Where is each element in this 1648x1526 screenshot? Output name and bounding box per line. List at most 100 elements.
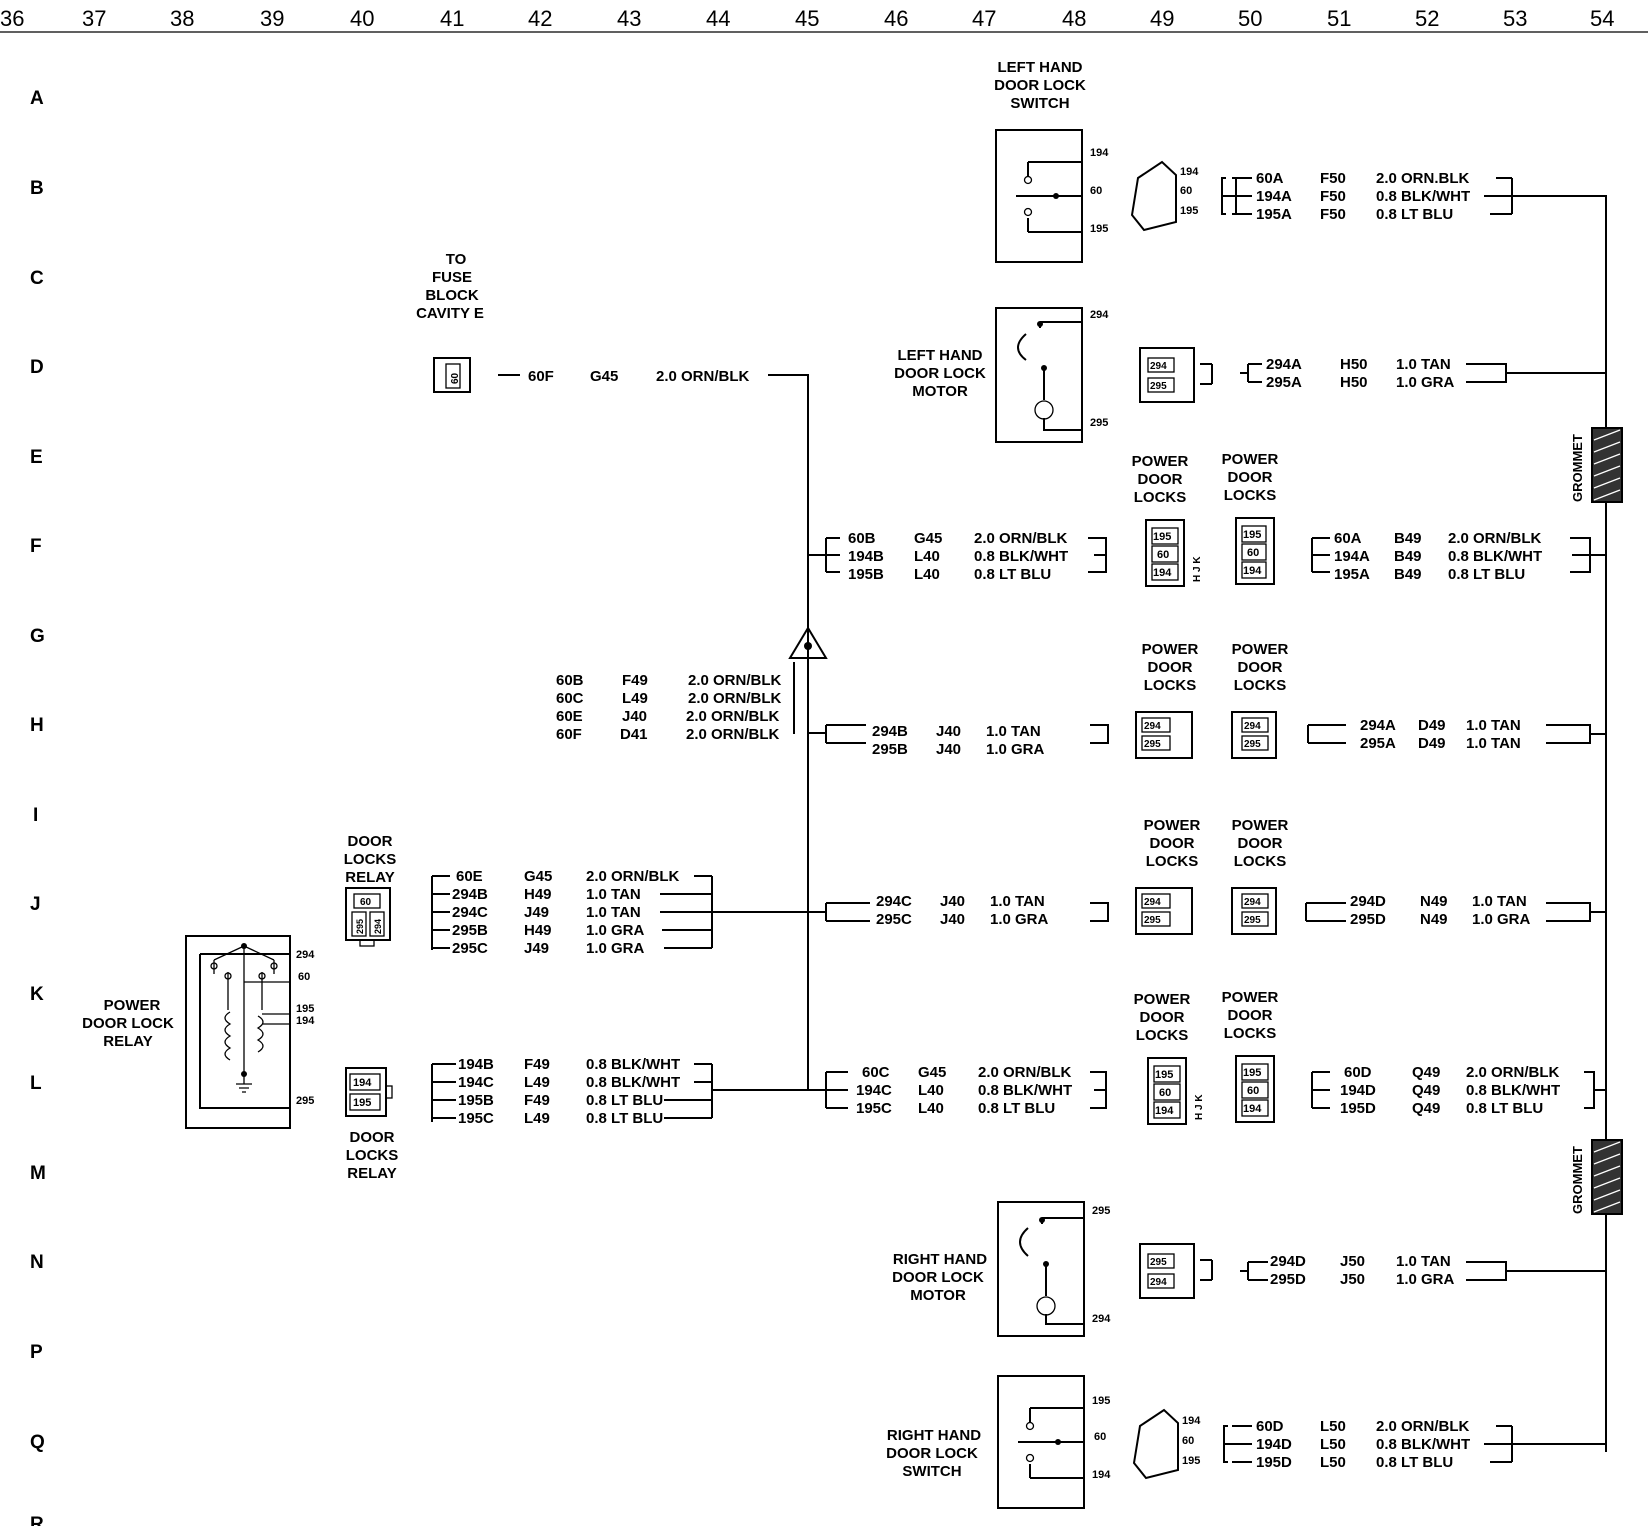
svg-text:195A: 195A	[1334, 566, 1370, 583]
svg-text:J40: J40	[936, 741, 961, 758]
svg-text:J40: J40	[936, 723, 961, 740]
svg-text:60B: 60B	[556, 672, 584, 689]
svg-text:H J K: H J K	[1194, 1094, 1205, 1120]
svg-text:H49: H49	[524, 922, 552, 939]
svg-text:1.0 TAN: 1.0 TAN	[1466, 735, 1521, 752]
svg-text:L50: L50	[1320, 1454, 1346, 1471]
rh-motor-connector	[1139, 1243, 1195, 1299]
row-b: B	[30, 178, 44, 199]
svg-text:294D: 294D	[1350, 893, 1386, 910]
svg-text:1.0 GRA: 1.0 GRA	[586, 940, 645, 957]
lh-switch-label-2: DOOR LOCK	[994, 77, 1086, 94]
svg-text:294: 294	[1092, 1313, 1111, 1325]
svg-text:0.8 LT BLU: 0.8 LT BLU	[1376, 206, 1453, 223]
svg-text:F49: F49	[524, 1056, 550, 1073]
row-l-harness: 60C G45 2.0 ORN/BLK 194C L40 0.8 BLK/WHT…	[825, 989, 1279, 1125]
svg-text:194: 194	[1243, 1103, 1262, 1115]
svg-text:POWER: POWER	[1142, 641, 1199, 658]
fuse-label-3: BLOCK	[425, 287, 478, 304]
svg-text:LOCKS: LOCKS	[1134, 489, 1187, 506]
fuse-label-4: CAVITY E	[416, 305, 484, 322]
svg-text:DOOR: DOOR	[1228, 469, 1273, 486]
svg-text:0.8 BLK/WHT: 0.8 BLK/WHT	[1376, 188, 1470, 205]
pdl-h-connector-left	[1135, 711, 1193, 759]
rh-switch-connector	[1132, 1408, 1179, 1480]
column-header: 36 37 38 39 40 41 42 43 44 45 46 47 48 4…	[0, 6, 1648, 33]
svg-text:L50: L50	[1320, 1418, 1346, 1435]
svg-text:60C: 60C	[556, 690, 584, 707]
svg-text:RELAY: RELAY	[345, 869, 394, 886]
col-46: 46	[884, 6, 908, 31]
svg-text:Q49: Q49	[1412, 1100, 1440, 1117]
svg-text:195D: 195D	[1340, 1100, 1376, 1117]
col-51: 51	[1327, 6, 1351, 31]
col-50: 50	[1238, 6, 1262, 31]
svg-text:0.8 BLK/WHT: 0.8 BLK/WHT	[1448, 548, 1542, 565]
svg-text:195: 195	[1092, 1395, 1110, 1407]
col-42: 42	[528, 6, 552, 31]
svg-text:195: 195	[1153, 531, 1171, 543]
motor-symbol	[1036, 1296, 1056, 1316]
svg-text:60: 60	[1094, 1431, 1106, 1443]
motor-symbol	[1034, 400, 1054, 420]
svg-text:DOOR LOCK: DOOR LOCK	[82, 1015, 174, 1032]
svg-text:LOCKS: LOCKS	[1234, 853, 1287, 870]
svg-text:194A: 194A	[1334, 548, 1370, 565]
svg-text:195: 195	[1243, 1067, 1261, 1079]
svg-text:RIGHT HAND: RIGHT HAND	[893, 1251, 987, 1268]
svg-text:195A: 195A	[1256, 206, 1292, 223]
svg-text:294: 294	[1090, 309, 1109, 321]
svg-text:0.8 LT BLU: 0.8 LT BLU	[974, 566, 1051, 583]
lh-door-lock-switch: LEFT HAND DOOR LOCK SWITCH 194 60 195 19…	[994, 59, 1240, 263]
svg-text:Q49: Q49	[1412, 1082, 1440, 1099]
svg-text:295: 295	[1144, 915, 1161, 926]
row-j-harness-right: 294D N49 1.0 TAN 295D N49 1.0 GRA	[1305, 893, 1606, 928]
svg-text:POWER: POWER	[1134, 991, 1191, 1008]
svg-text:194A: 194A	[1256, 188, 1292, 205]
svg-text:195B: 195B	[458, 1092, 494, 1109]
row-h-harness-right: 294A D49 1.0 TAN 295A D49 1.0 TAN	[1307, 717, 1606, 752]
svg-text:2.0 ORN/BLK: 2.0 ORN/BLK	[686, 708, 780, 725]
svg-text:L49: L49	[524, 1074, 550, 1091]
svg-text:1.0 TAN: 1.0 TAN	[986, 723, 1041, 740]
svg-text:194: 194	[1182, 1415, 1201, 1427]
col-41: 41	[440, 6, 464, 31]
svg-text:295B: 295B	[452, 922, 488, 939]
row-j-harness: 294C J40 1.0 TAN 295C J40 1.0 GRA POWER …	[825, 817, 1289, 935]
splice-point	[788, 626, 828, 659]
svg-text:DOOR: DOOR	[350, 1129, 395, 1146]
lh-motor-label-3: MOTOR	[912, 383, 968, 400]
pdl-relay-box	[185, 935, 291, 1129]
svg-text:LOCKS: LOCKS	[1234, 677, 1287, 694]
svg-text:MOTOR: MOTOR	[910, 1287, 966, 1304]
svg-text:B49: B49	[1394, 530, 1422, 547]
svg-text:POWER: POWER	[104, 997, 161, 1014]
row-f: F	[30, 536, 42, 557]
lh-switch-connector	[1130, 160, 1177, 232]
svg-text:195C: 195C	[856, 1100, 892, 1117]
svg-text:194C: 194C	[856, 1082, 892, 1099]
svg-text:294: 294	[1244, 721, 1261, 732]
svg-text:1.0 TAN: 1.0 TAN	[586, 904, 641, 921]
svg-text:H49: H49	[524, 886, 552, 903]
row-l-harness-right: 60D Q49 2.0 ORN/BLK 194D Q49 0.8 BLK/WHT…	[1311, 1064, 1606, 1117]
svg-text:POWER: POWER	[1222, 989, 1279, 1006]
svg-text:LOCKS: LOCKS	[1144, 677, 1197, 694]
svg-text:F50: F50	[1320, 170, 1346, 187]
svg-text:0.8 BLK/WHT: 0.8 BLK/WHT	[974, 548, 1068, 565]
svg-text:1.0 TAN: 1.0 TAN	[990, 893, 1045, 910]
svg-text:195: 195	[1090, 223, 1108, 235]
svg-text:RELAY: RELAY	[347, 1165, 396, 1182]
svg-text:60: 60	[1247, 547, 1259, 559]
svg-text:295: 295	[1244, 915, 1261, 926]
row-m: M	[30, 1163, 46, 1184]
lh-motor-connector	[1139, 347, 1195, 403]
svg-text:60C: 60C	[862, 1064, 890, 1081]
lh-switch-label-1: LEFT HAND	[998, 59, 1083, 76]
svg-text:POWER: POWER	[1232, 817, 1289, 834]
svg-text:194: 194	[1243, 565, 1262, 577]
col-39: 39	[260, 6, 284, 31]
row-labels: A B C D E F G H I J K L M N P Q R	[30, 88, 46, 1526]
svg-text:194: 194	[1155, 1105, 1174, 1117]
grommet-upper: GROMMET	[1570, 427, 1623, 503]
